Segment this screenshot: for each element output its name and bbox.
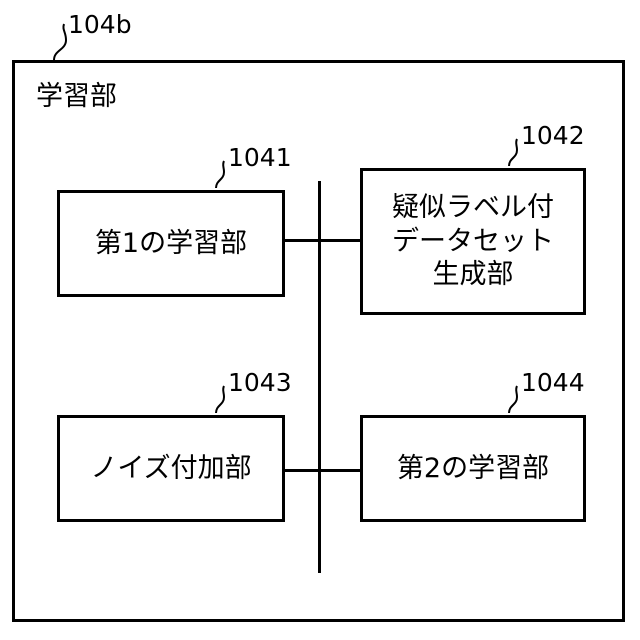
block-1043-ref: 1043 [228,370,292,395]
block-1042-label-line-1: 疑似ラベル付 [392,191,554,225]
connector-1044 [320,469,360,472]
block-second-learning-unit: 第2の学習部 [360,415,586,522]
block-1042-label-line-3: 生成部 [392,258,554,292]
block-pseudo-label-dataset-generator: 疑似ラベル付 データセット 生成部 [360,168,586,315]
block-1042-label-line-2: データセット [392,225,554,259]
learning-unit-title: 学習部 [36,83,117,110]
connector-1041 [285,239,320,242]
connector-1042 [320,239,360,242]
block-1043-label: ノイズ付加部 [90,452,251,486]
block-1044-ref: 1044 [521,370,585,395]
block-noise-adding-unit: ノイズ付加部 [57,415,285,522]
block-1042-ref: 1042 [521,123,585,148]
block-1041-ref: 1041 [228,145,292,170]
block-1041-label: 第1の学習部 [95,227,247,261]
block-1044-label: 第2の学習部 [397,452,549,486]
main-ref-number: 104b [68,12,132,37]
block-first-learning-unit: 第1の学習部 [57,190,285,297]
connector-1043 [285,469,320,472]
